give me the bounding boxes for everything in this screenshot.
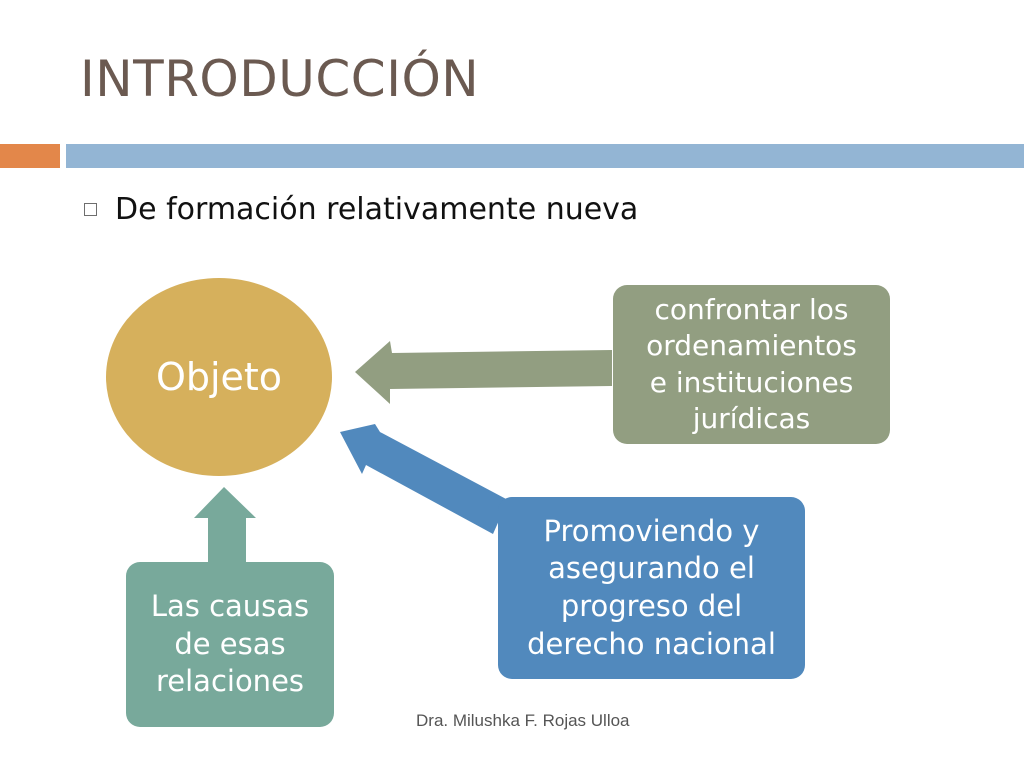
box-promoviendo-line: derecho nacional bbox=[527, 626, 776, 661]
center-oval-objeto: Objeto bbox=[106, 278, 332, 476]
arrow-diagonal-blue bbox=[340, 424, 508, 534]
box-confrontar-line: e instituciones bbox=[649, 365, 854, 399]
accent-bar-orange bbox=[0, 144, 60, 168]
box-confrontar-line: ordenamientos bbox=[646, 329, 857, 363]
center-oval-label: Objeto bbox=[155, 355, 283, 399]
box-causas-line: de esas bbox=[174, 626, 286, 661]
box-causas-line: Las causas bbox=[150, 588, 310, 623]
box-promoviendo: Promoviendo y asegurando el progreso del… bbox=[498, 497, 805, 679]
arrow-up-teal bbox=[194, 487, 256, 562]
arrow-left-green bbox=[355, 341, 612, 404]
box-promoviendo-line: Promoviendo y bbox=[543, 513, 760, 548]
box-promoviendo-line: progreso del bbox=[560, 589, 743, 623]
footer-author: Dra. Milushka F. Rojas Ulloa bbox=[416, 711, 630, 730]
bullet-text: De formación relativamente nueva bbox=[115, 192, 639, 227]
box-confrontar: confrontar los ordenamientos e instituci… bbox=[613, 285, 890, 444]
box-causas: Las causas de esas relaciones bbox=[126, 562, 334, 727]
box-confrontar-line: jurídicas bbox=[692, 401, 811, 435]
box-confrontar-line: confrontar los bbox=[654, 292, 849, 326]
square-bullet-icon bbox=[84, 203, 97, 216]
bullet-item: De formación relativamente nueva bbox=[84, 192, 638, 227]
box-promoviendo-line: asegurando el bbox=[548, 551, 755, 586]
box-causas-line: relaciones bbox=[155, 664, 305, 699]
slide-title: INTRODUCCIÓN bbox=[80, 50, 480, 108]
accent-bar-blue bbox=[66, 144, 1024, 168]
